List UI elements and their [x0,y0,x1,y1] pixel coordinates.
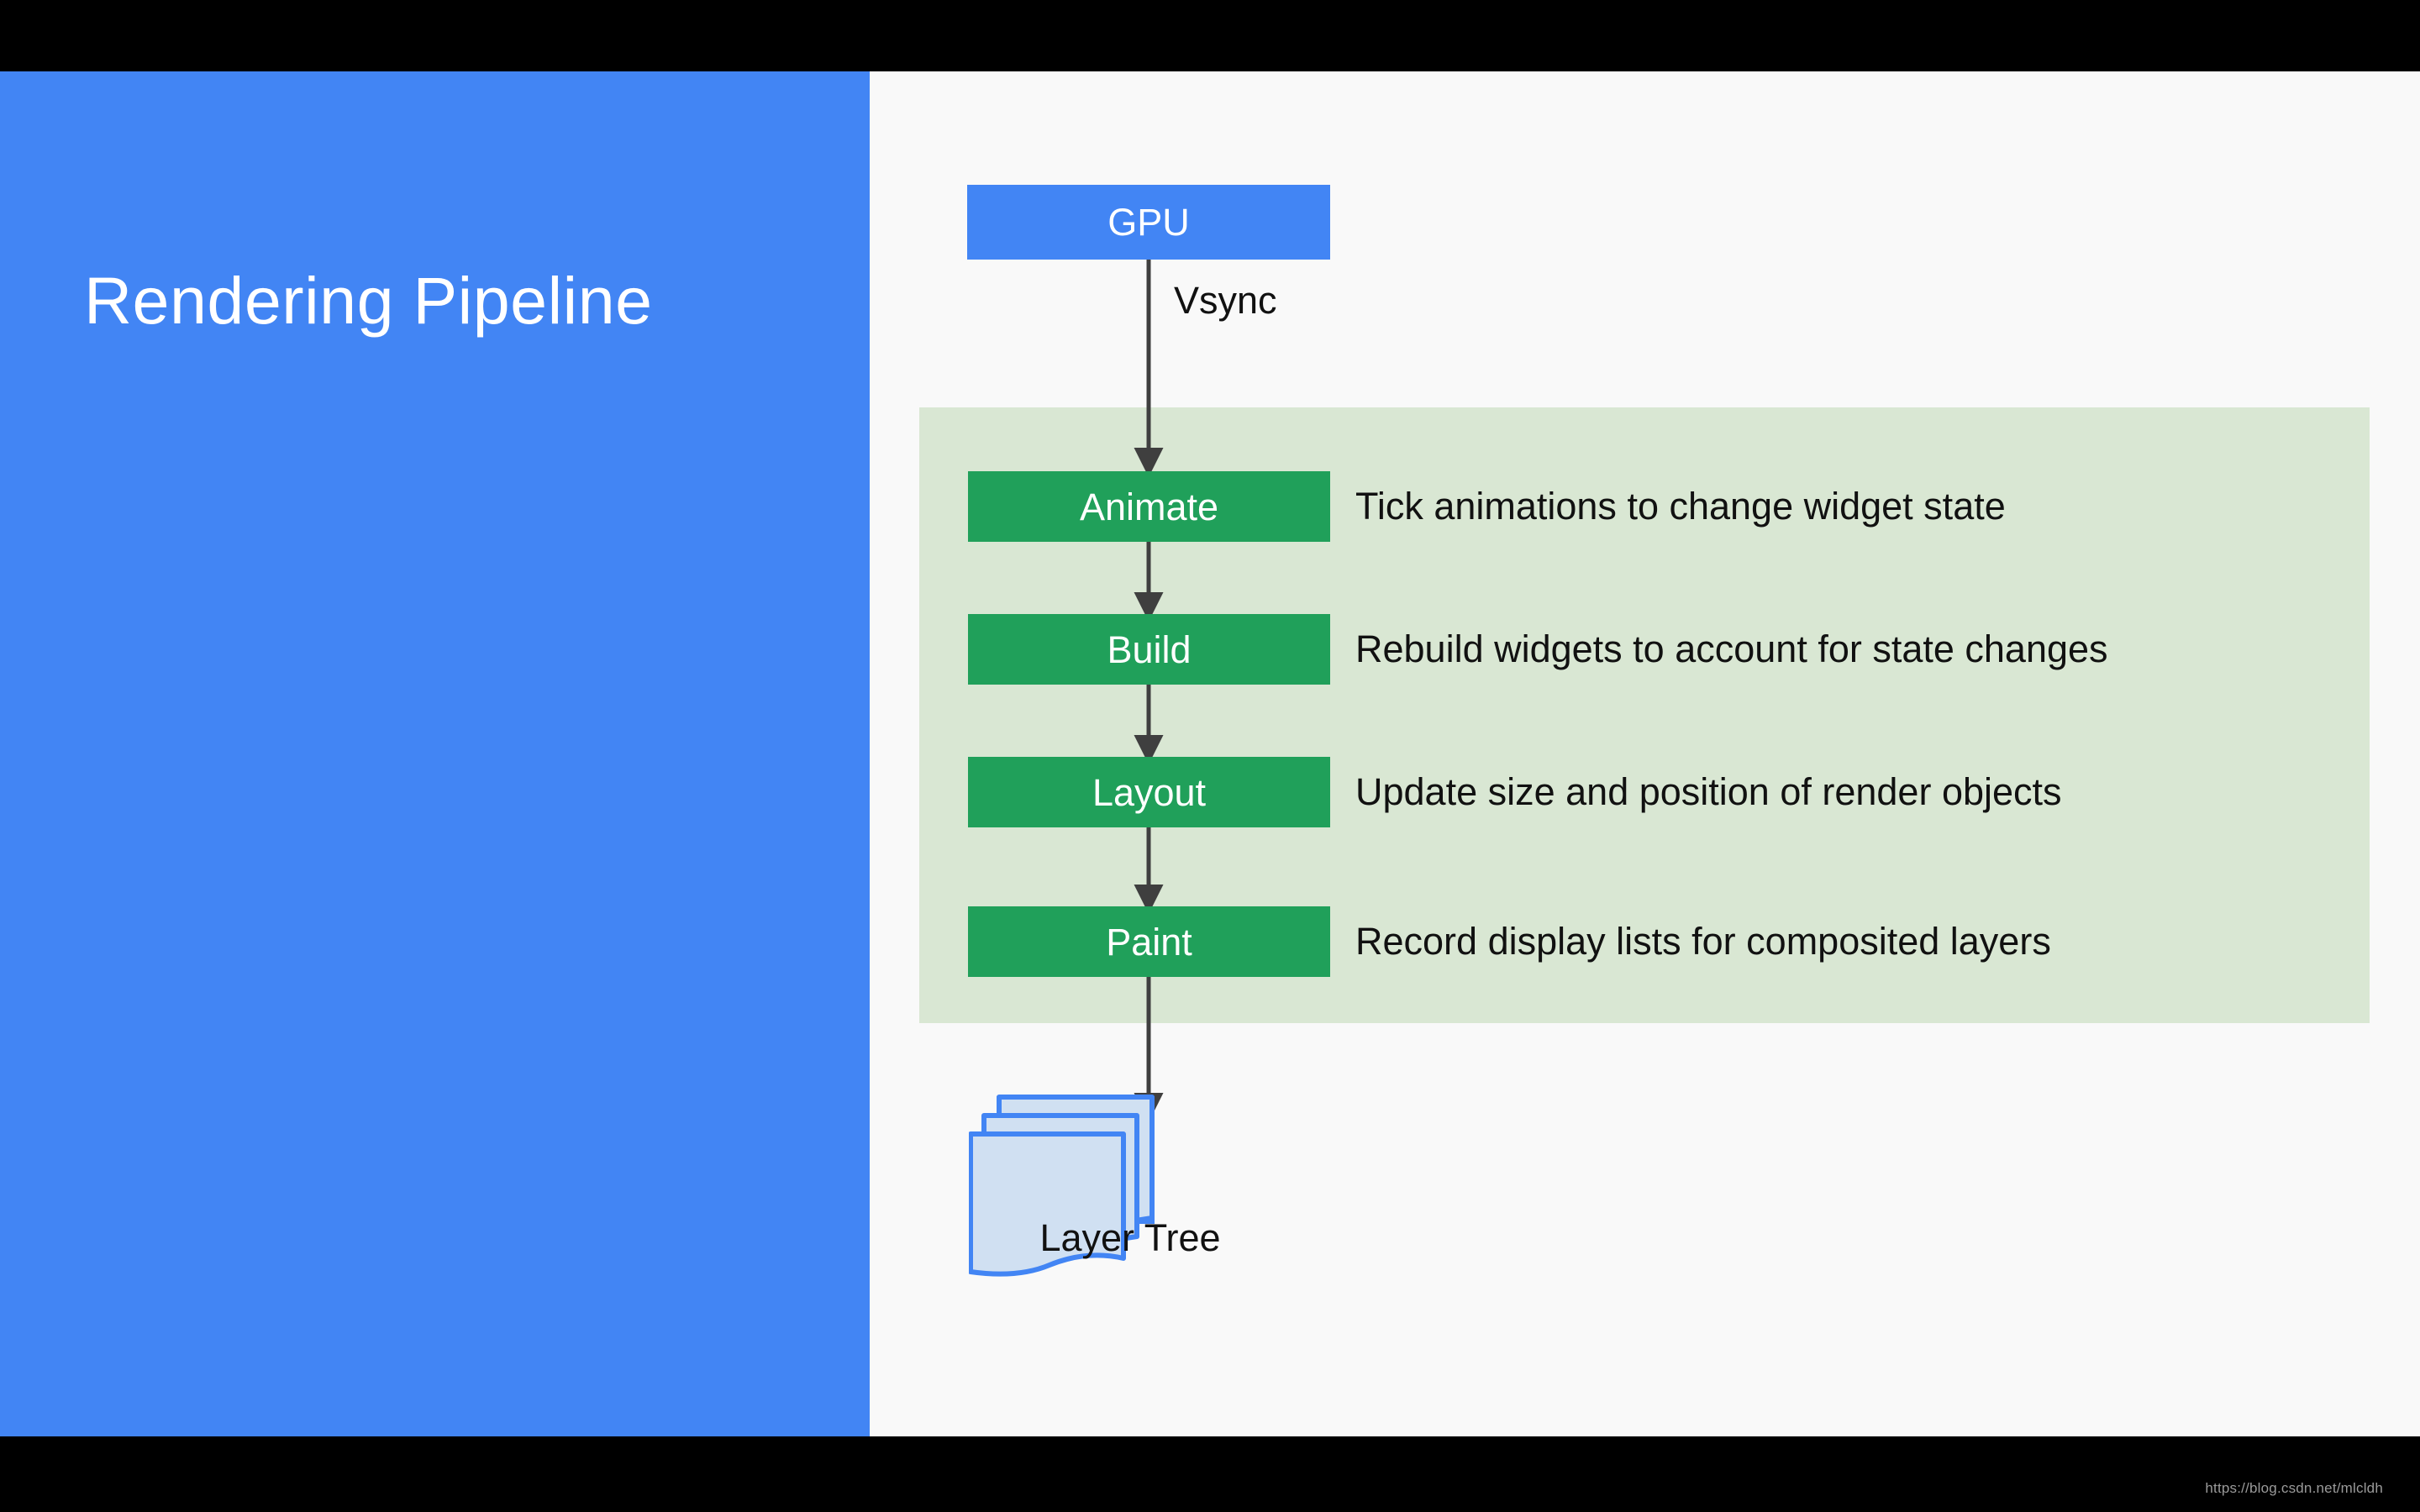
node-layout[interactable]: Layout [968,757,1330,827]
description-animate: Tick animations to change widget state [1355,485,2006,528]
node-layer-tree[interactable]: Layer Tree [969,1092,1339,1352]
description-build: Rebuild widgets to account for state cha… [1355,627,2108,670]
description-layout: Update size and position of render objec… [1355,770,2062,813]
edge-label-vsync: Vsync [1174,279,1277,322]
node-paint[interactable]: Paint [968,906,1330,977]
description-paint: Record display lists for composited laye… [1355,920,2051,963]
node-animate[interactable]: Animate [968,471,1330,542]
layer-tree-shape-icon [969,1095,1155,1277]
node-gpu[interactable]: GPU [967,185,1330,260]
title-panel: Rendering Pipeline [0,71,870,1436]
slide-canvas: Rendering Pipeline [0,71,2420,1436]
letterbox-top-bar [0,0,2420,71]
node-build[interactable]: Build [968,614,1330,685]
diagram-area: GPU Vsync Animate Build Layout Paint Tic… [870,71,2420,1436]
page-title: Rendering Pipeline [84,263,653,338]
node-layer-tree-label: Layer Tree [1039,1216,1221,1259]
letterbox-bottom-bar [0,1436,2420,1512]
watermark: https://blog.csdn.net/mlcldh [2205,1480,2383,1496]
